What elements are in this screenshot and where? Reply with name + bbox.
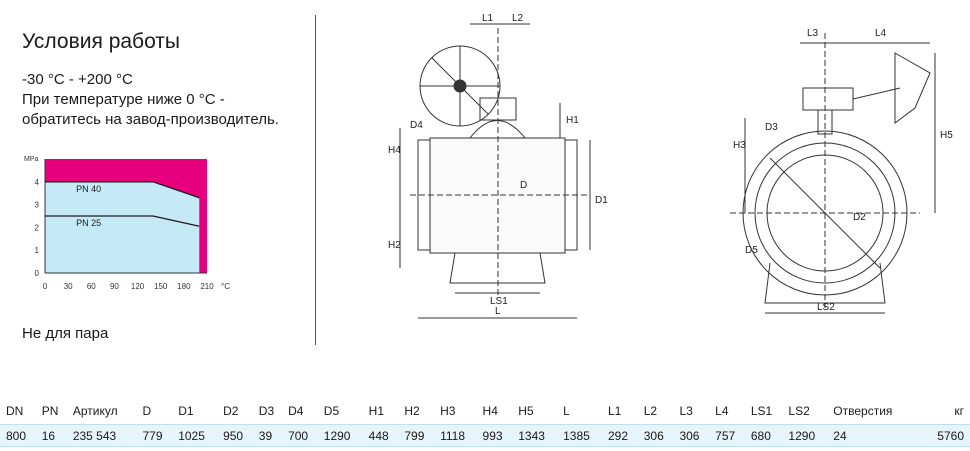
temperature-range: -30 °C - +200 °C xyxy=(22,71,133,88)
dim-d5-label: D5 xyxy=(745,245,758,256)
y-tick-label: 1 xyxy=(35,246,40,255)
table-cell: 24 xyxy=(827,424,917,447)
table-header-cell: LS1 xyxy=(750,404,773,418)
table-cell: 757 xyxy=(709,424,745,447)
table-cell: 1290 xyxy=(782,424,828,447)
x-tick-label: 60 xyxy=(87,282,96,291)
table-cell: 306 xyxy=(637,424,674,447)
temperature-note-line1: При температуре ниже 0 °C - xyxy=(22,91,225,108)
dim-h4-label: H4 xyxy=(388,145,401,156)
table-cell: 306 xyxy=(673,424,710,447)
dim-l3-label: L3 xyxy=(807,28,819,39)
table-header-cell: H5 xyxy=(518,404,534,418)
table-cell: 1343 xyxy=(512,424,558,447)
dim-d-label: D xyxy=(520,180,527,191)
dim-l1-label: L1 xyxy=(482,13,494,24)
dim-l-label: L xyxy=(495,306,501,317)
y-tick-label: 4 xyxy=(35,178,40,187)
table-header-cell: PN xyxy=(41,404,59,418)
x-tick-label: 150 xyxy=(154,282,168,291)
series-label-0: PN 40 xyxy=(76,184,101,194)
table-cell: 5760 xyxy=(916,424,970,447)
table-header-cell: Артикул xyxy=(72,404,118,418)
dim-d2-label: D2 xyxy=(853,212,866,223)
table-cell: 700 xyxy=(282,424,318,447)
table-header-cell: D1 xyxy=(178,404,194,418)
series-label-1: PN 25 xyxy=(76,218,101,228)
table-header-cell: H2 xyxy=(404,404,420,418)
x-tick-label: 90 xyxy=(110,282,119,291)
table-header-cell: H4 xyxy=(482,404,498,418)
series-line-1 xyxy=(45,215,200,227)
dim-h1-label: H1 xyxy=(566,115,579,126)
dim-h5-label: H5 xyxy=(940,130,953,141)
temperature-note-line2: обратитесь на завод-производитель. xyxy=(22,111,279,128)
x-tick-label: 180 xyxy=(177,282,191,291)
x-tick-label: 120 xyxy=(131,282,145,291)
table-header-cell: L xyxy=(563,404,570,418)
x-tick-label: 0 xyxy=(43,282,48,291)
specifications-table: DN PN Артикул D D1 D2 D3 D4 D5 H1 H2 H3 H4 H5 L L1 L2 L3 L… xyxy=(0,400,970,447)
valve-side-view-drawing: L3 L4 D3 H3 H5 D2 D5 LS2 xyxy=(730,28,953,314)
table-cell: 1385 xyxy=(557,424,602,447)
table-header-cell: H1 xyxy=(368,404,384,418)
table-cell: 779 xyxy=(136,424,173,447)
dim-l2-label: L2 xyxy=(512,13,524,24)
dim-d3-label: D3 xyxy=(765,122,778,133)
x-tick-label: 210 xyxy=(200,282,214,291)
y-tick-label: 0 xyxy=(35,269,40,278)
table-cell: 993 xyxy=(476,424,513,447)
table-cell: 16 xyxy=(35,424,67,447)
table-cell: 950 xyxy=(217,424,253,447)
dim-h2-label: H2 xyxy=(388,240,401,251)
table-header-cell: Отверстия xyxy=(833,404,893,418)
table-cell: 235 543 xyxy=(66,424,137,447)
table-cell: 799 xyxy=(398,424,435,447)
table-cell: 1290 xyxy=(317,424,363,447)
y-axis-unit: MPa xyxy=(24,156,39,163)
table-cell: 800 xyxy=(0,424,36,447)
table-header-cell: L1 xyxy=(608,404,622,418)
table-header-cell: D3 xyxy=(258,404,275,418)
pressure-temperature-chart: PN 40 PN 25 0 1 2 3 4 0 30 60 90 120 150 180 210 MPa °C xyxy=(24,156,230,291)
page-title: Условия работы xyxy=(22,30,181,53)
table-header-cell: D xyxy=(142,404,152,418)
table-header-cell: D5 xyxy=(323,404,340,418)
table-header-row: DN PN Артикул D D1 D2 D3 D4 D5 H1 H2 H3 H4 H5 L L1 L2 L3 L… xyxy=(0,400,970,425)
table-header-cell: LS2 xyxy=(788,404,810,418)
table-header-cell: D4 xyxy=(288,404,304,418)
table-header-cell: L4 xyxy=(715,404,729,418)
table-cell: 1025 xyxy=(172,424,218,447)
dim-ls1-label: LS1 xyxy=(490,296,508,307)
dim-d1-label: D1 xyxy=(595,195,608,206)
y-tick-label: 2 xyxy=(35,223,40,232)
chart-area-fill xyxy=(45,181,200,273)
table-cell: 448 xyxy=(362,424,399,447)
table-header-cell: кг xyxy=(954,404,964,418)
table-header-cell: L3 xyxy=(679,404,693,418)
x-axis-unit: °C xyxy=(221,282,230,291)
section-divider xyxy=(315,15,316,345)
table-header-cell: H3 xyxy=(440,404,456,418)
table-cell: 1118 xyxy=(434,424,477,447)
y-tick-label: 3 xyxy=(35,201,40,210)
table-cell: 39 xyxy=(252,424,283,447)
dim-d4-label: D4 xyxy=(410,120,423,131)
dim-l4-label: L4 xyxy=(875,28,887,39)
series-line-0 xyxy=(45,181,200,199)
x-tick-label: 30 xyxy=(64,282,73,291)
table-cell: 680 xyxy=(744,424,783,447)
table-cell: 292 xyxy=(602,424,638,447)
table-header-cell: DN xyxy=(6,404,24,418)
dim-h3-label: H3 xyxy=(733,140,746,151)
table-header-cell: L2 xyxy=(643,404,658,418)
valve-front-view-drawing: L1 L2 D4 H1 H4 D D1 H2 LS1 L xyxy=(388,13,608,319)
dim-ls2-label: LS2 xyxy=(817,302,835,313)
not-for-steam-note: Не для пара xyxy=(22,325,109,342)
table-header-cell: D2 xyxy=(223,404,239,418)
